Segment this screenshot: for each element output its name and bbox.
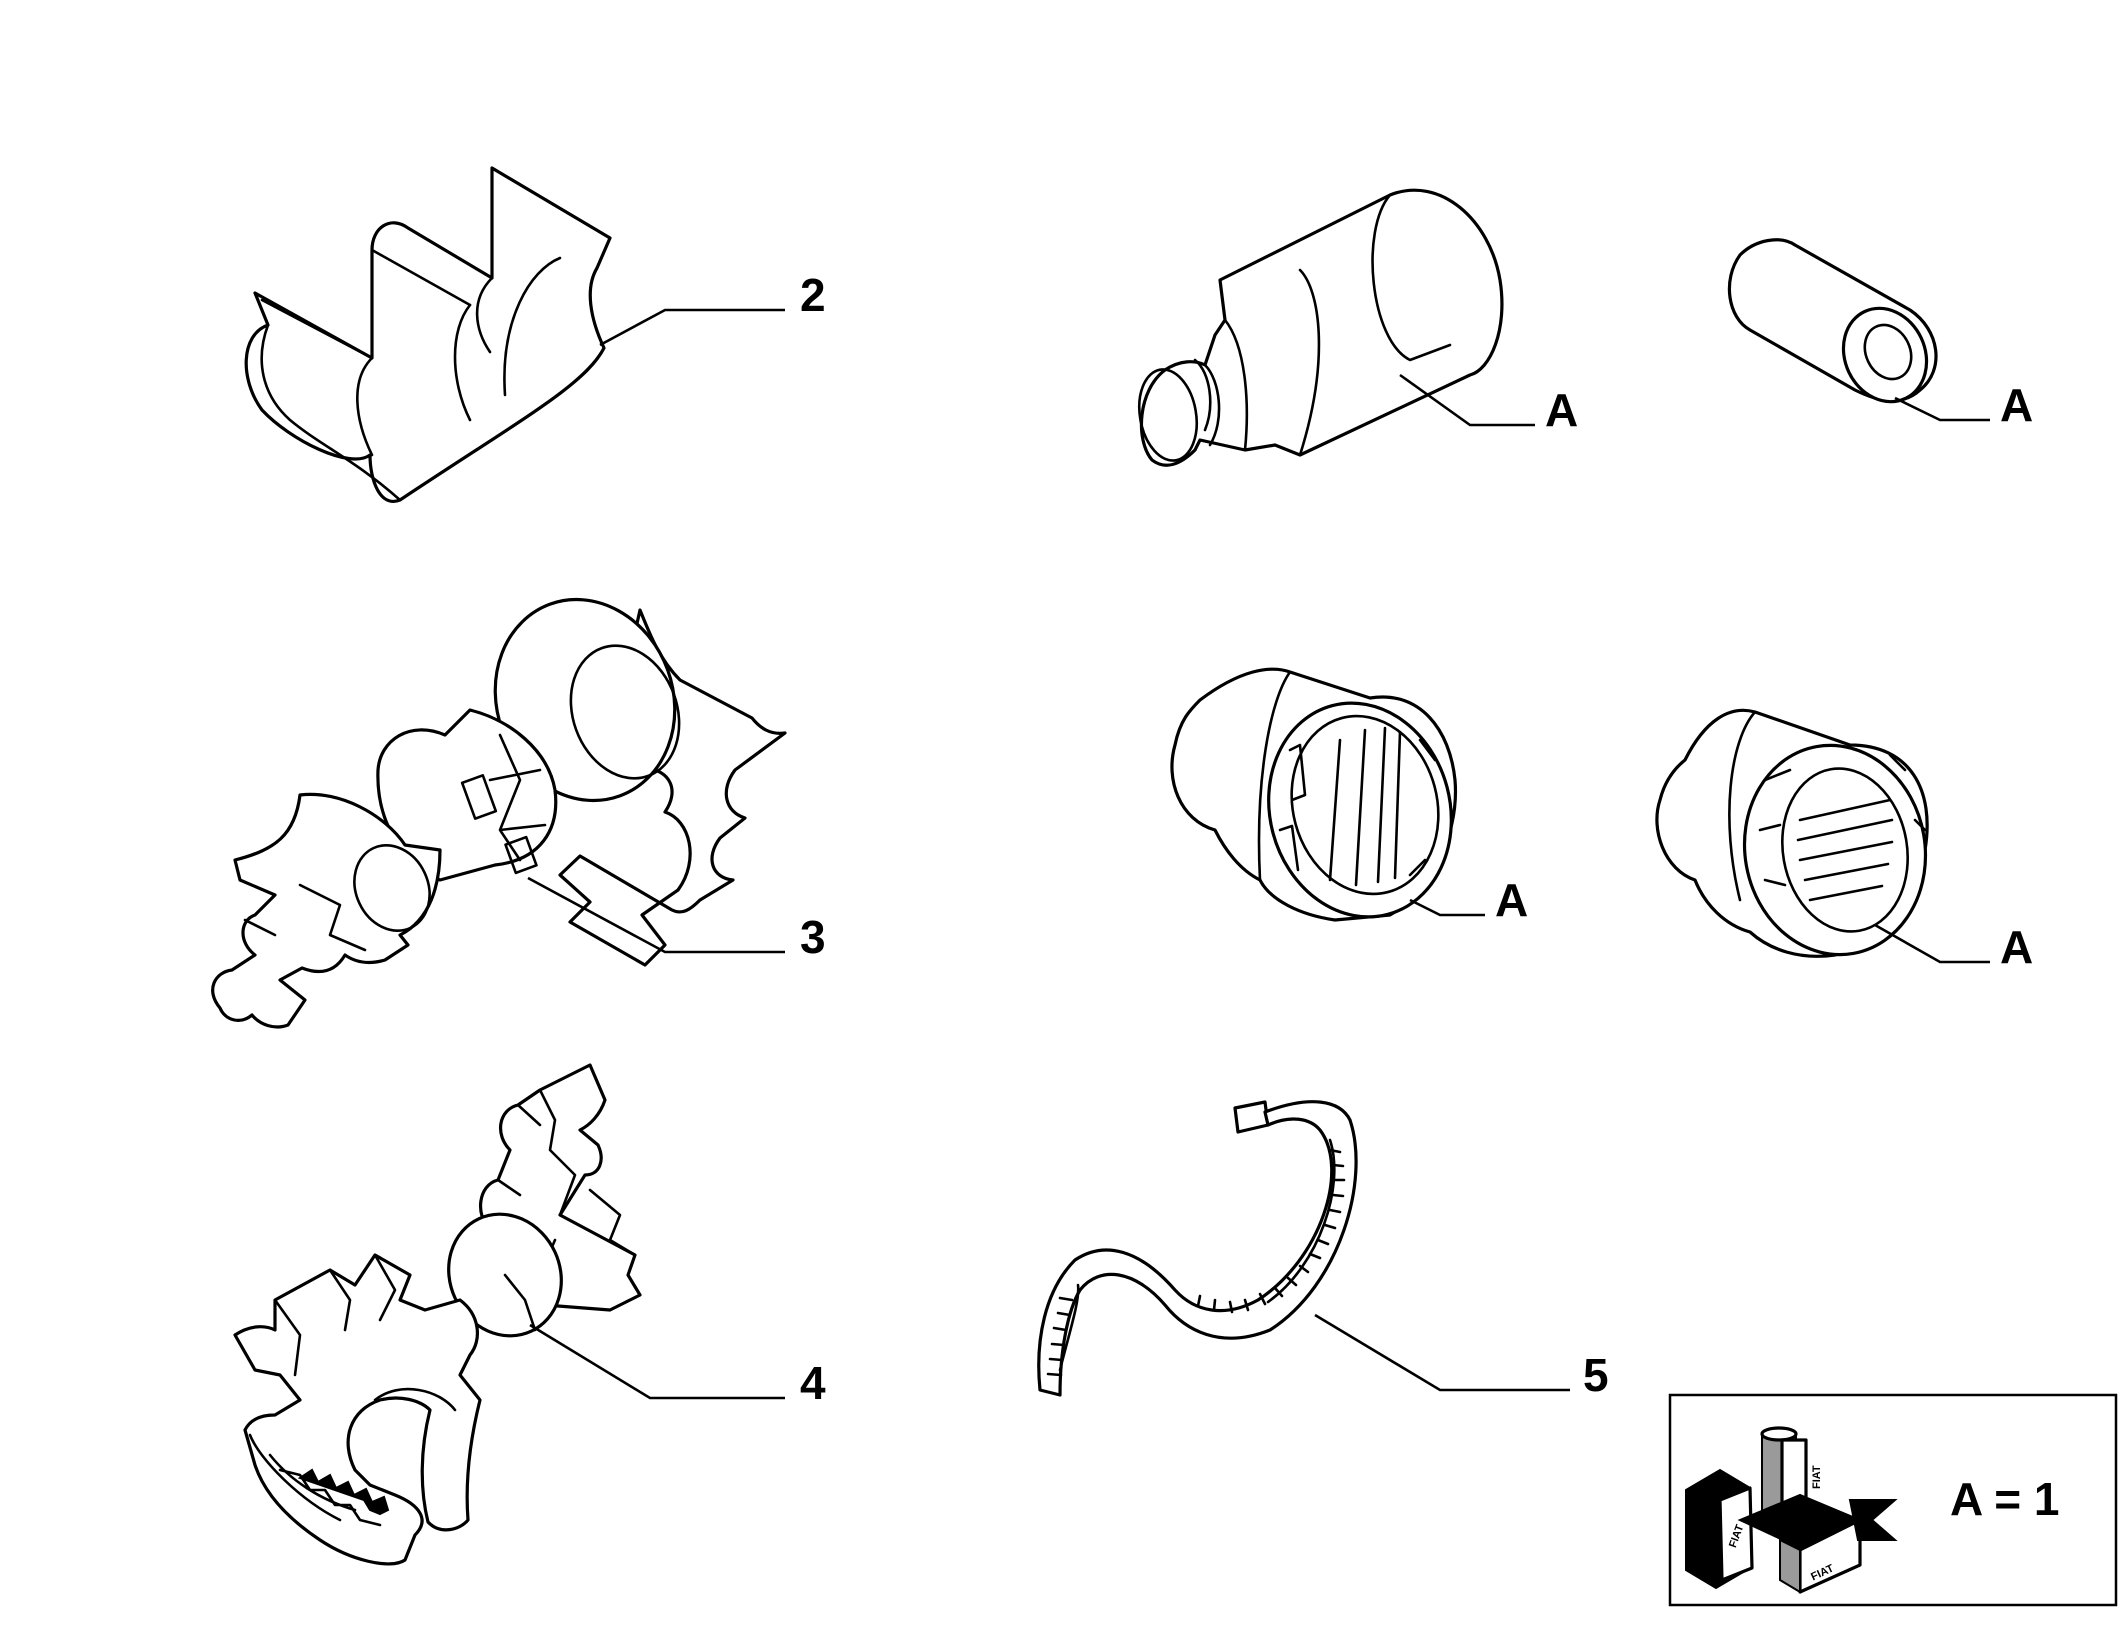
part-a2-sleeve (1727, 238, 1938, 404)
leader-line-a4 (1874, 923, 1990, 964)
leader-line-5 (1314, 1313, 1570, 1392)
legend-box: FIAT FIAT FIAT A = 1 (1668, 1393, 2118, 1607)
callout-a2: A (2000, 379, 2033, 431)
fiat-brand-center: FIAT (1811, 1465, 1823, 1489)
leader-line-4 (529, 1323, 785, 1400)
part-2-pipe-clip (244, 166, 612, 503)
leader-line-a1 (1399, 373, 1535, 427)
callout-3: 3 (800, 911, 826, 963)
leader-line-3 (527, 876, 785, 954)
callout-4: 4 (800, 1357, 826, 1409)
part-a4-slotted-plug (1655, 708, 1929, 958)
callout-a1: A (1545, 384, 1578, 436)
part-a3-cap-plug (1170, 667, 1458, 922)
part-3-double-clip (211, 597, 787, 1029)
callout-5: 5 (1583, 1349, 1609, 1401)
fiat-parts-logo: FIAT FIAT FIAT (1685, 1426, 1898, 1594)
callout-2: 2 (800, 269, 826, 321)
part-a1-stepped-plug (1137, 188, 1504, 467)
leader-line-a3 (1409, 898, 1485, 917)
leader-line-a2 (1894, 396, 1990, 422)
callout-a4: A (2000, 921, 2033, 973)
callout-a3: A (1495, 874, 1528, 926)
part-5-cable-tie (1037, 1100, 1358, 1397)
part-4-strap-clip (233, 1063, 642, 1566)
legend-text: A = 1 (1950, 1473, 2060, 1525)
leader-line-2 (599, 308, 785, 347)
